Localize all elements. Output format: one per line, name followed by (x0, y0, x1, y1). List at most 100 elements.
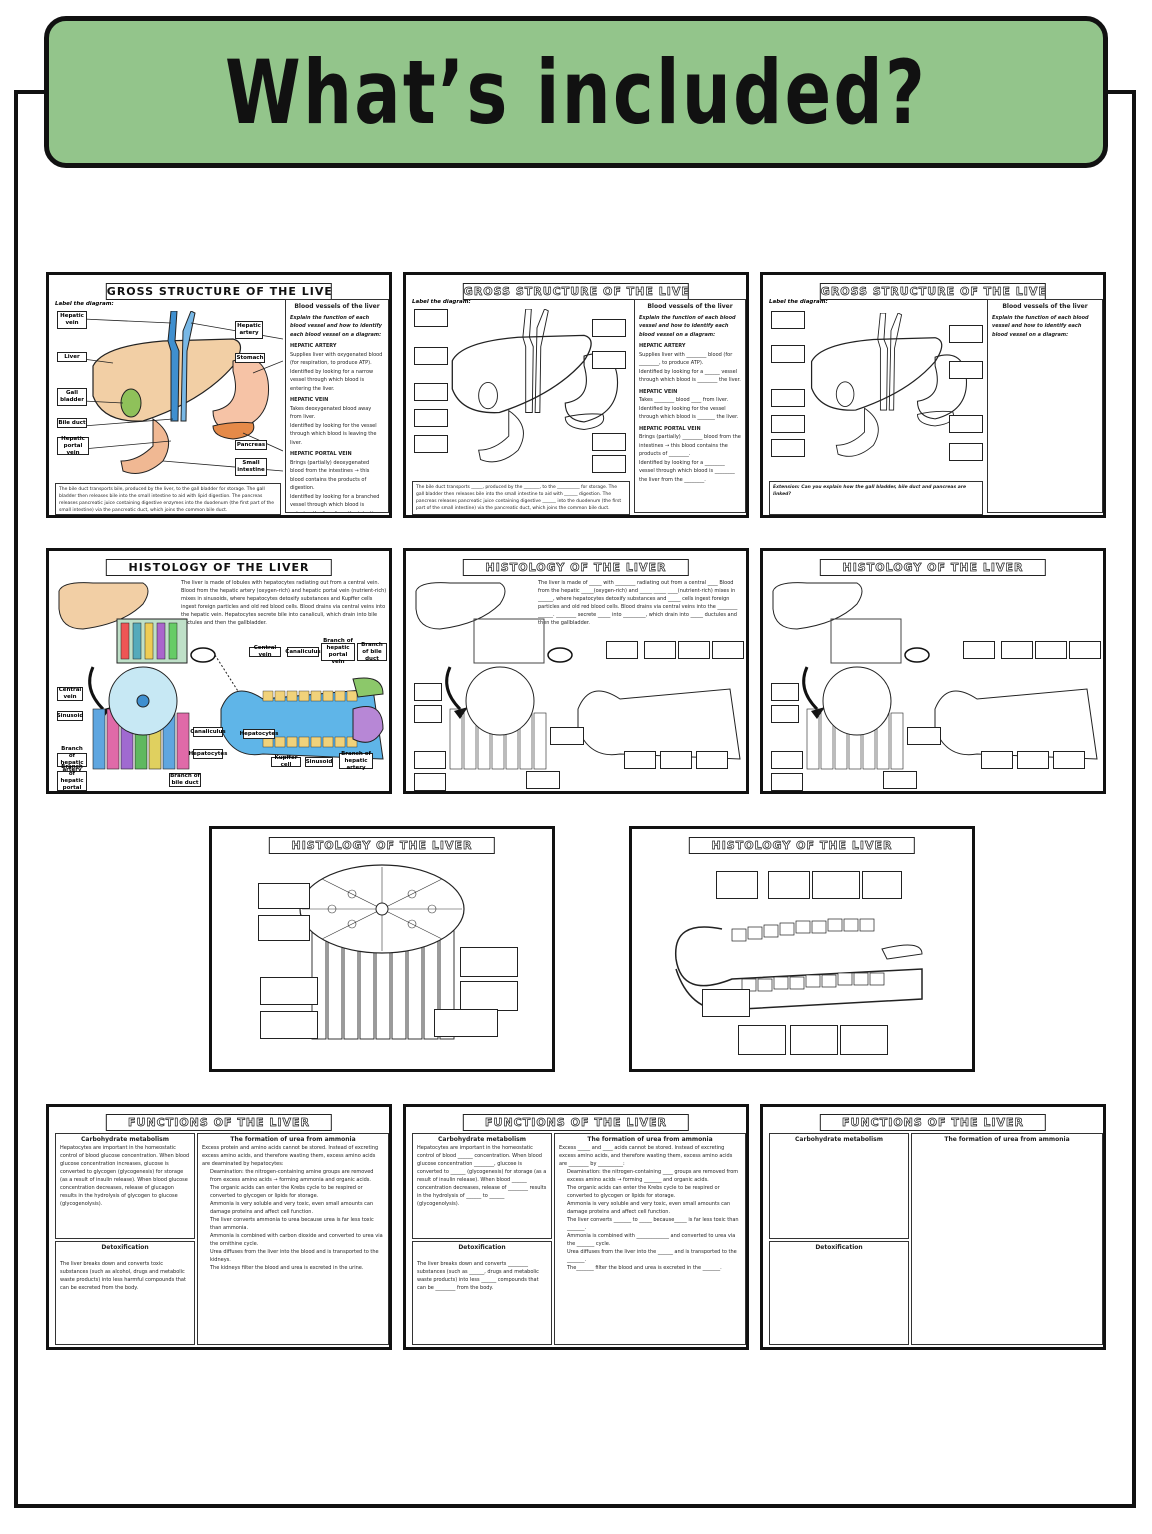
artery-heading: HEPATIC ARTERY (290, 343, 337, 349)
artery-heading: HEPATIC ARTERY (639, 343, 686, 349)
label-branch-bile-duct: Branch of bile duct (169, 773, 201, 787)
blank-label-box (526, 771, 560, 789)
urea-heading: The formation of urea from ammonia (944, 1136, 1070, 1143)
label-central-vein: Central vein (57, 687, 83, 701)
carb-section: Carbohydrate metabolism Hepatocytes are … (55, 1133, 195, 1239)
worksheet-preview-histology-complete: HISTOLOGY OF THE LIVER The liver is made… (46, 548, 392, 794)
urea-intro: Excess _____ and ____ acids cannot be st… (559, 1145, 733, 1167)
label-liver: Liver (57, 352, 87, 362)
detox-heading: Detoxification (815, 1244, 863, 1251)
carb-heading: Carbohydrate metabolism (795, 1136, 883, 1143)
label-kupffer-cell: Kupffer cell (271, 755, 301, 768)
label-hepatic-artery: Hepatic artery (235, 321, 263, 339)
label-hepatic-vein: Hepatic vein (57, 311, 87, 329)
blood-vessels-panel: Blood vessels of the liver Explain the f… (987, 299, 1103, 513)
label-branch-bile-duct: Branch of bile duct (357, 642, 387, 662)
blank-label-box (460, 947, 518, 977)
detox-text: The liver breaks down and converts toxic… (60, 1261, 186, 1291)
urea-point: The kidneys filter the blood and urea is… (210, 1265, 364, 1271)
blank-label-box (883, 771, 917, 789)
carb-text: Hepatocytes are important in the homeost… (60, 1145, 190, 1207)
label-canaliculus: Canaliculus (285, 647, 321, 657)
urea-point: Deamination: the nitrogen-containing ___… (567, 1169, 739, 1183)
label-small-intestine: Small intestine (235, 458, 267, 476)
vein-point-1: Takes ________ blood ____ from liver. (639, 397, 729, 403)
worksheet-preview-gross-structure-cloze: GROSS STRUCTURE OF THE LIVER Label the d… (403, 272, 749, 518)
label-canaliculus: Canaliculus (190, 727, 226, 737)
bile-footer: The bile duct transports bile, produced … (55, 483, 281, 515)
blank-label-box (862, 871, 902, 899)
vein-heading: HEPATIC VEIN (290, 397, 329, 403)
worksheet-preview-functions-blank: FUNCTIONS OF THE LIVER Carbohydrate meta… (760, 1104, 1106, 1350)
label-prompt: Label the diagram: (55, 301, 114, 307)
label-stomach: Stomach (235, 353, 265, 363)
vein-point-1: Takes deoxygenated blood away from liver… (290, 405, 372, 421)
blank-label-box (771, 773, 803, 791)
blank-label-box (414, 683, 442, 701)
extension-task: Extension: Can you explain how the gall … (769, 481, 983, 515)
liver-gross-outline (810, 313, 968, 457)
vessels-heading: Blood vessels of the liver (294, 303, 380, 310)
label-branch-hepatic-artery: Branch of hepatic artery (339, 751, 373, 771)
liver-gross-diagram (83, 311, 283, 474)
blank-label-box (696, 751, 728, 769)
label-sinusoid: Sinusoid (305, 757, 333, 767)
urea-point: The organic acids can enter the Krebs cy… (210, 1185, 363, 1199)
worksheet-preview-histology-cloze: HISTOLOGY OF THE LIVER The liver is made… (403, 548, 749, 794)
detox-text: The liver breaks down and converts _____… (417, 1261, 539, 1291)
portal-heading: HEPATIC PORTAL VEIN (639, 425, 701, 432)
blank-label-box (771, 345, 805, 363)
blank-label-box (812, 871, 860, 899)
blank-label-box (660, 751, 692, 769)
detox-section: Detoxification (769, 1241, 909, 1345)
blank-label-box (414, 309, 448, 327)
blank-label-box (592, 319, 626, 337)
worksheet-title: GROSS STRUCTURE OF THE LIVER (819, 283, 1047, 300)
label-hepatocytes: Hepatocytes (240, 729, 278, 739)
blank-label-box (414, 383, 448, 401)
detox-heading: Detoxification (101, 1244, 149, 1251)
blank-label-box (414, 409, 448, 427)
blank-label-box (434, 1009, 498, 1037)
worksheet-preview-gross-structure-complete: GROSS STRUCTURE OF THE LIVER Label the d… (46, 272, 392, 518)
urea-point: The_______ filter the blood and urea is … (567, 1265, 722, 1271)
worksheet-preview-functions-cloze: FUNCTIONS OF THE LIVER Carbohydrate meta… (403, 1104, 749, 1350)
blank-label-box (260, 1011, 318, 1039)
carb-text: Hepatocytes are important in the homeost… (417, 1145, 547, 1207)
worksheet-preview-sinusoid: HISTOLOGY OF THE LIVER (629, 826, 975, 1072)
artery-point-2: Identified by looking for a narrow vesse… (290, 368, 374, 392)
label-sinusoid: Sinusoid (57, 711, 83, 721)
blank-label-box (592, 433, 626, 451)
urea-section: The formation of urea from ammonia Exces… (197, 1133, 389, 1345)
blank-label-box (624, 751, 656, 769)
worksheet-title: GROSS STRUCTURE OF THE LIVER (462, 283, 690, 300)
blank-label-box (712, 641, 744, 659)
worksheet-preview-histology-blank: HISTOLOGY OF THE LIVER (760, 548, 1106, 794)
blank-label-box (771, 311, 805, 329)
worksheet-title: GROSS STRUCTURE OF THE LIVER (105, 283, 333, 300)
worksheet-title: HISTOLOGY OF THE LIVER (105, 559, 333, 576)
vein-point-2: Identified by looking for the vessel thr… (639, 405, 739, 421)
blank-label-box (949, 361, 983, 379)
blank-label-box (592, 455, 626, 473)
blank-label-box (260, 977, 318, 1005)
urea-point: The liver converts _______ to _____ beca… (567, 1217, 739, 1231)
blank-label-box (840, 1025, 888, 1055)
blank-label-box (414, 773, 446, 791)
urea-intro: Excess protein and amino acids cannot be… (202, 1145, 379, 1167)
vessels-instruction: Explain the function of each blood vesse… (639, 314, 736, 338)
bile-footer: The bile duct transports _____, produced… (412, 481, 630, 515)
urea-section: The formation of urea from ammonia (911, 1133, 1103, 1345)
blank-label-box (771, 705, 799, 723)
portal-point-2: Identified by looking for a ________ ves… (639, 459, 735, 483)
carb-section: Carbohydrate metabolism (769, 1133, 909, 1239)
blank-label-box (414, 347, 448, 365)
blood-vessels-panel: Blood vessels of the liver Explain the f… (634, 299, 746, 513)
blank-label-box (771, 683, 799, 701)
blank-label-box (771, 751, 803, 769)
blank-label-box (716, 871, 758, 899)
page-title: What’s included? (224, 40, 928, 144)
label-prompt: Label the diagram: (412, 299, 471, 305)
urea-point: Ammonia is very soluble and very toxic, … (567, 1201, 731, 1215)
blank-label-box (550, 727, 584, 745)
